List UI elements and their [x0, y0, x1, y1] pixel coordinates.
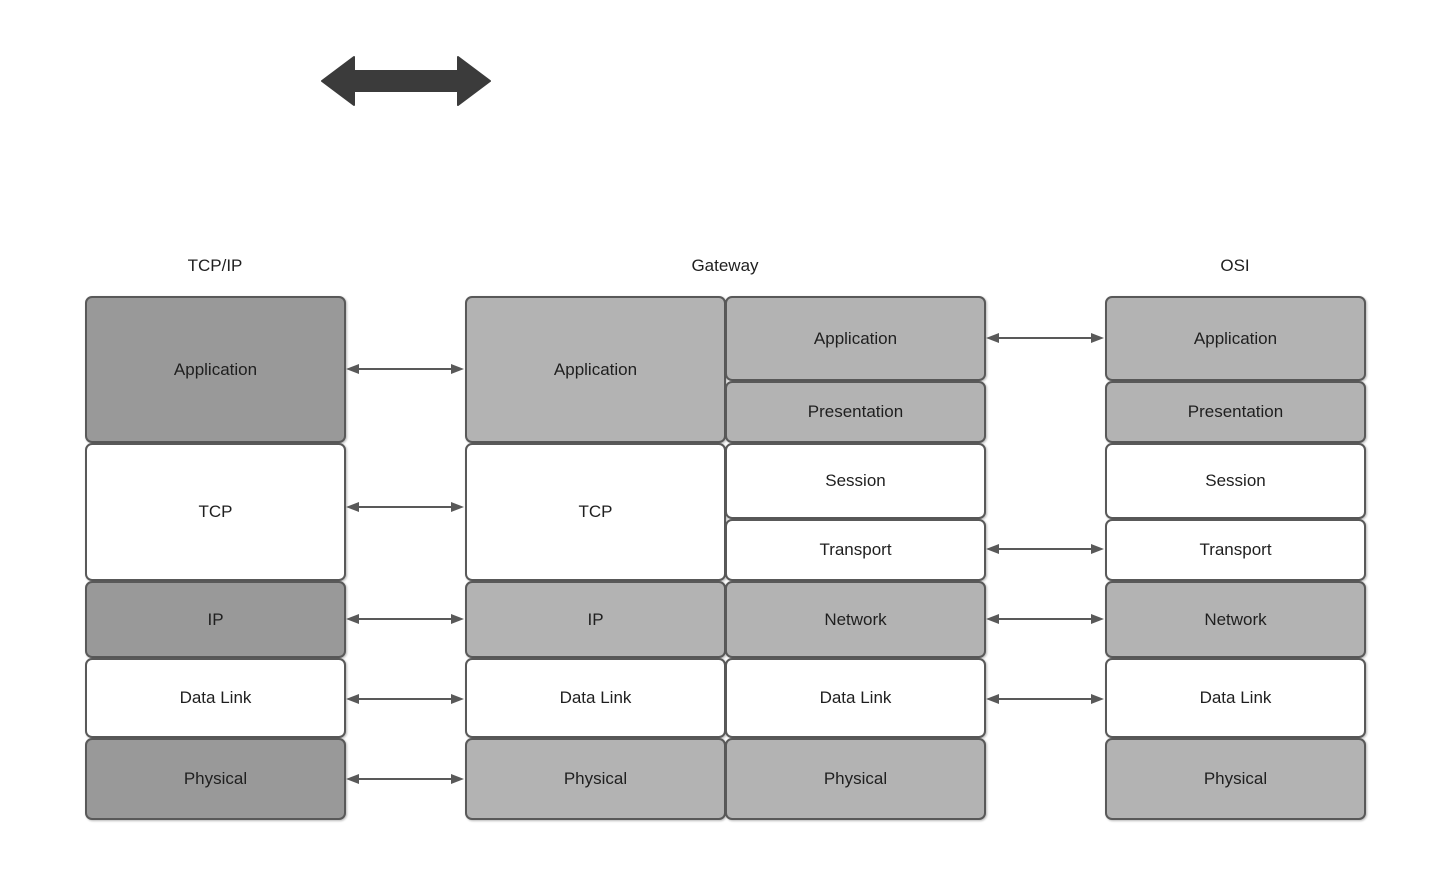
- layer-label: Session: [1205, 471, 1266, 490]
- conn-tcpip-gateway-datalink: [346, 694, 464, 704]
- layer-box-osi-data-link[interactable]: Data Link: [1105, 658, 1366, 738]
- layer-box-gateway-application[interactable]: Application: [465, 296, 726, 443]
- layer-box-tcpip-ip[interactable]: IP: [85, 581, 346, 658]
- layer-label: Data Link: [1199, 688, 1272, 707]
- layer-box-osi-session[interactable]: Session: [1105, 443, 1366, 519]
- layer-label: Transport: [819, 540, 892, 559]
- layer-label: Application: [813, 328, 898, 348]
- layer-label: Session: [825, 471, 886, 490]
- conn-gateway-osi-application: [986, 333, 1104, 343]
- layer-box-gateway-session[interactable]: Session: [725, 443, 986, 519]
- layer-box-osi-network[interactable]: Network: [1105, 581, 1366, 658]
- column-title-osi: OSI: [1220, 256, 1250, 275]
- layer-box-gateway-tcp[interactable]: TCP: [465, 443, 726, 581]
- layer-label: Data Link: [819, 688, 892, 707]
- layer-box-gateway-ip[interactable]: IP: [465, 581, 726, 658]
- layer-box-tcpip-tcp[interactable]: TCP: [85, 443, 346, 581]
- conn-tcpip-gateway-physical: [346, 774, 464, 784]
- conn-tcpip-gateway-ip: [346, 614, 464, 624]
- layer-box-gateway-network[interactable]: Network: [725, 581, 986, 658]
- layer-box-osi-presentation[interactable]: Presentation: [1105, 381, 1366, 443]
- layer-label: Application: [553, 359, 638, 379]
- layer-box-tcpip-physical[interactable]: Physical: [85, 738, 346, 820]
- layer-label: Physical: [1203, 769, 1268, 788]
- layer-label: TCP: [198, 502, 233, 521]
- layer-label: Network: [1204, 609, 1267, 629]
- layer-label: IP: [587, 609, 604, 629]
- layer-label: Transport: [1199, 540, 1272, 559]
- layer-box-tcpip-data-link[interactable]: Data Link: [85, 658, 346, 738]
- layer-box-gateway-application[interactable]: Application: [725, 296, 986, 381]
- layer-label: Presentation: [1187, 402, 1284, 421]
- layer-box-tcpip-application[interactable]: Application: [85, 296, 346, 443]
- layer-label: Network: [824, 609, 887, 629]
- layer-box-gateway-data-link[interactable]: Data Link: [465, 658, 726, 738]
- layer-label: Application: [1193, 328, 1278, 348]
- layer-box-gateway-physical[interactable]: Physical: [725, 738, 986, 820]
- layer-box-gateway-physical[interactable]: Physical: [465, 738, 726, 820]
- conn-gateway-osi-transport: [986, 544, 1104, 554]
- layer-box-gateway-presentation[interactable]: Presentation: [725, 381, 986, 443]
- layer-label: Application: [173, 359, 258, 379]
- column-title-gateway: Gateway: [691, 256, 759, 275]
- column-title-tcpip: TCP/IP: [187, 256, 243, 275]
- layer-label: TCP: [578, 502, 613, 521]
- layer-label: Physical: [183, 769, 248, 788]
- layer-box-gateway-data-link[interactable]: Data Link: [725, 658, 986, 738]
- layer-box-osi-physical[interactable]: Physical: [1105, 738, 1366, 820]
- layer-box-osi-application[interactable]: Application: [1105, 296, 1366, 381]
- layer-label: Physical: [823, 769, 888, 788]
- bidirectional-arrow: [321, 56, 491, 106]
- layer-label: Physical: [563, 769, 628, 788]
- conn-gateway-osi-datalink: [986, 694, 1104, 704]
- layer-box-gateway-transport[interactable]: Transport: [725, 519, 986, 581]
- layer-box-osi-transport[interactable]: Transport: [1105, 519, 1366, 581]
- layer-label: Data Link: [559, 688, 632, 707]
- layer-label: Data Link: [179, 688, 252, 707]
- conn-tcpip-gateway-application: [346, 364, 464, 374]
- conn-tcpip-gateway-tcp: [346, 502, 464, 512]
- layer-label: IP: [207, 609, 224, 629]
- conn-gateway-osi-network: [986, 614, 1104, 624]
- layer-label: Presentation: [807, 402, 904, 421]
